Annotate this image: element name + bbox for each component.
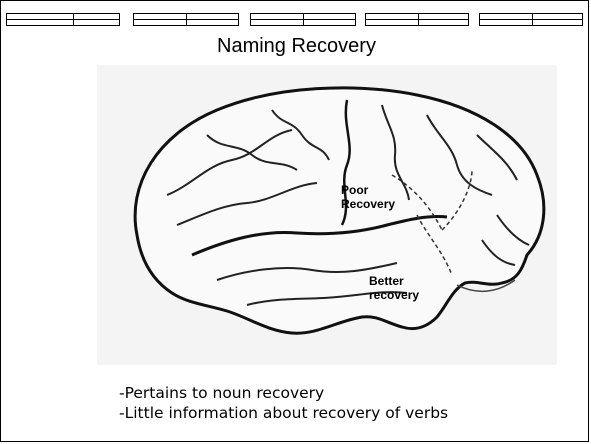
bullet-list: -Pertains to noun recovery -Little infor… [119, 383, 448, 423]
scale-bar-icon [365, 13, 469, 26]
decorative-scale-band [5, 5, 588, 33]
poor-recovery-line-1: Poor [341, 183, 395, 197]
scale-bar-icon [479, 13, 583, 26]
poor-recovery-label: Poor Recovery [341, 183, 395, 211]
scale-bar-icon [250, 13, 356, 26]
brain-illustration [97, 65, 557, 365]
scale-bar-icon [133, 13, 239, 26]
better-recovery-label: Better recovery [369, 274, 419, 302]
bullet-item: -Little information about recovery of ve… [119, 403, 448, 423]
scale-bar-icon [6, 13, 120, 26]
poor-recovery-line-2: Recovery [341, 197, 395, 211]
better-recovery-line-1: Better [369, 274, 419, 288]
better-recovery-line-2: recovery [369, 288, 419, 302]
bullet-item: -Pertains to noun recovery [119, 383, 448, 403]
slide-title: Naming Recovery [1, 35, 591, 58]
